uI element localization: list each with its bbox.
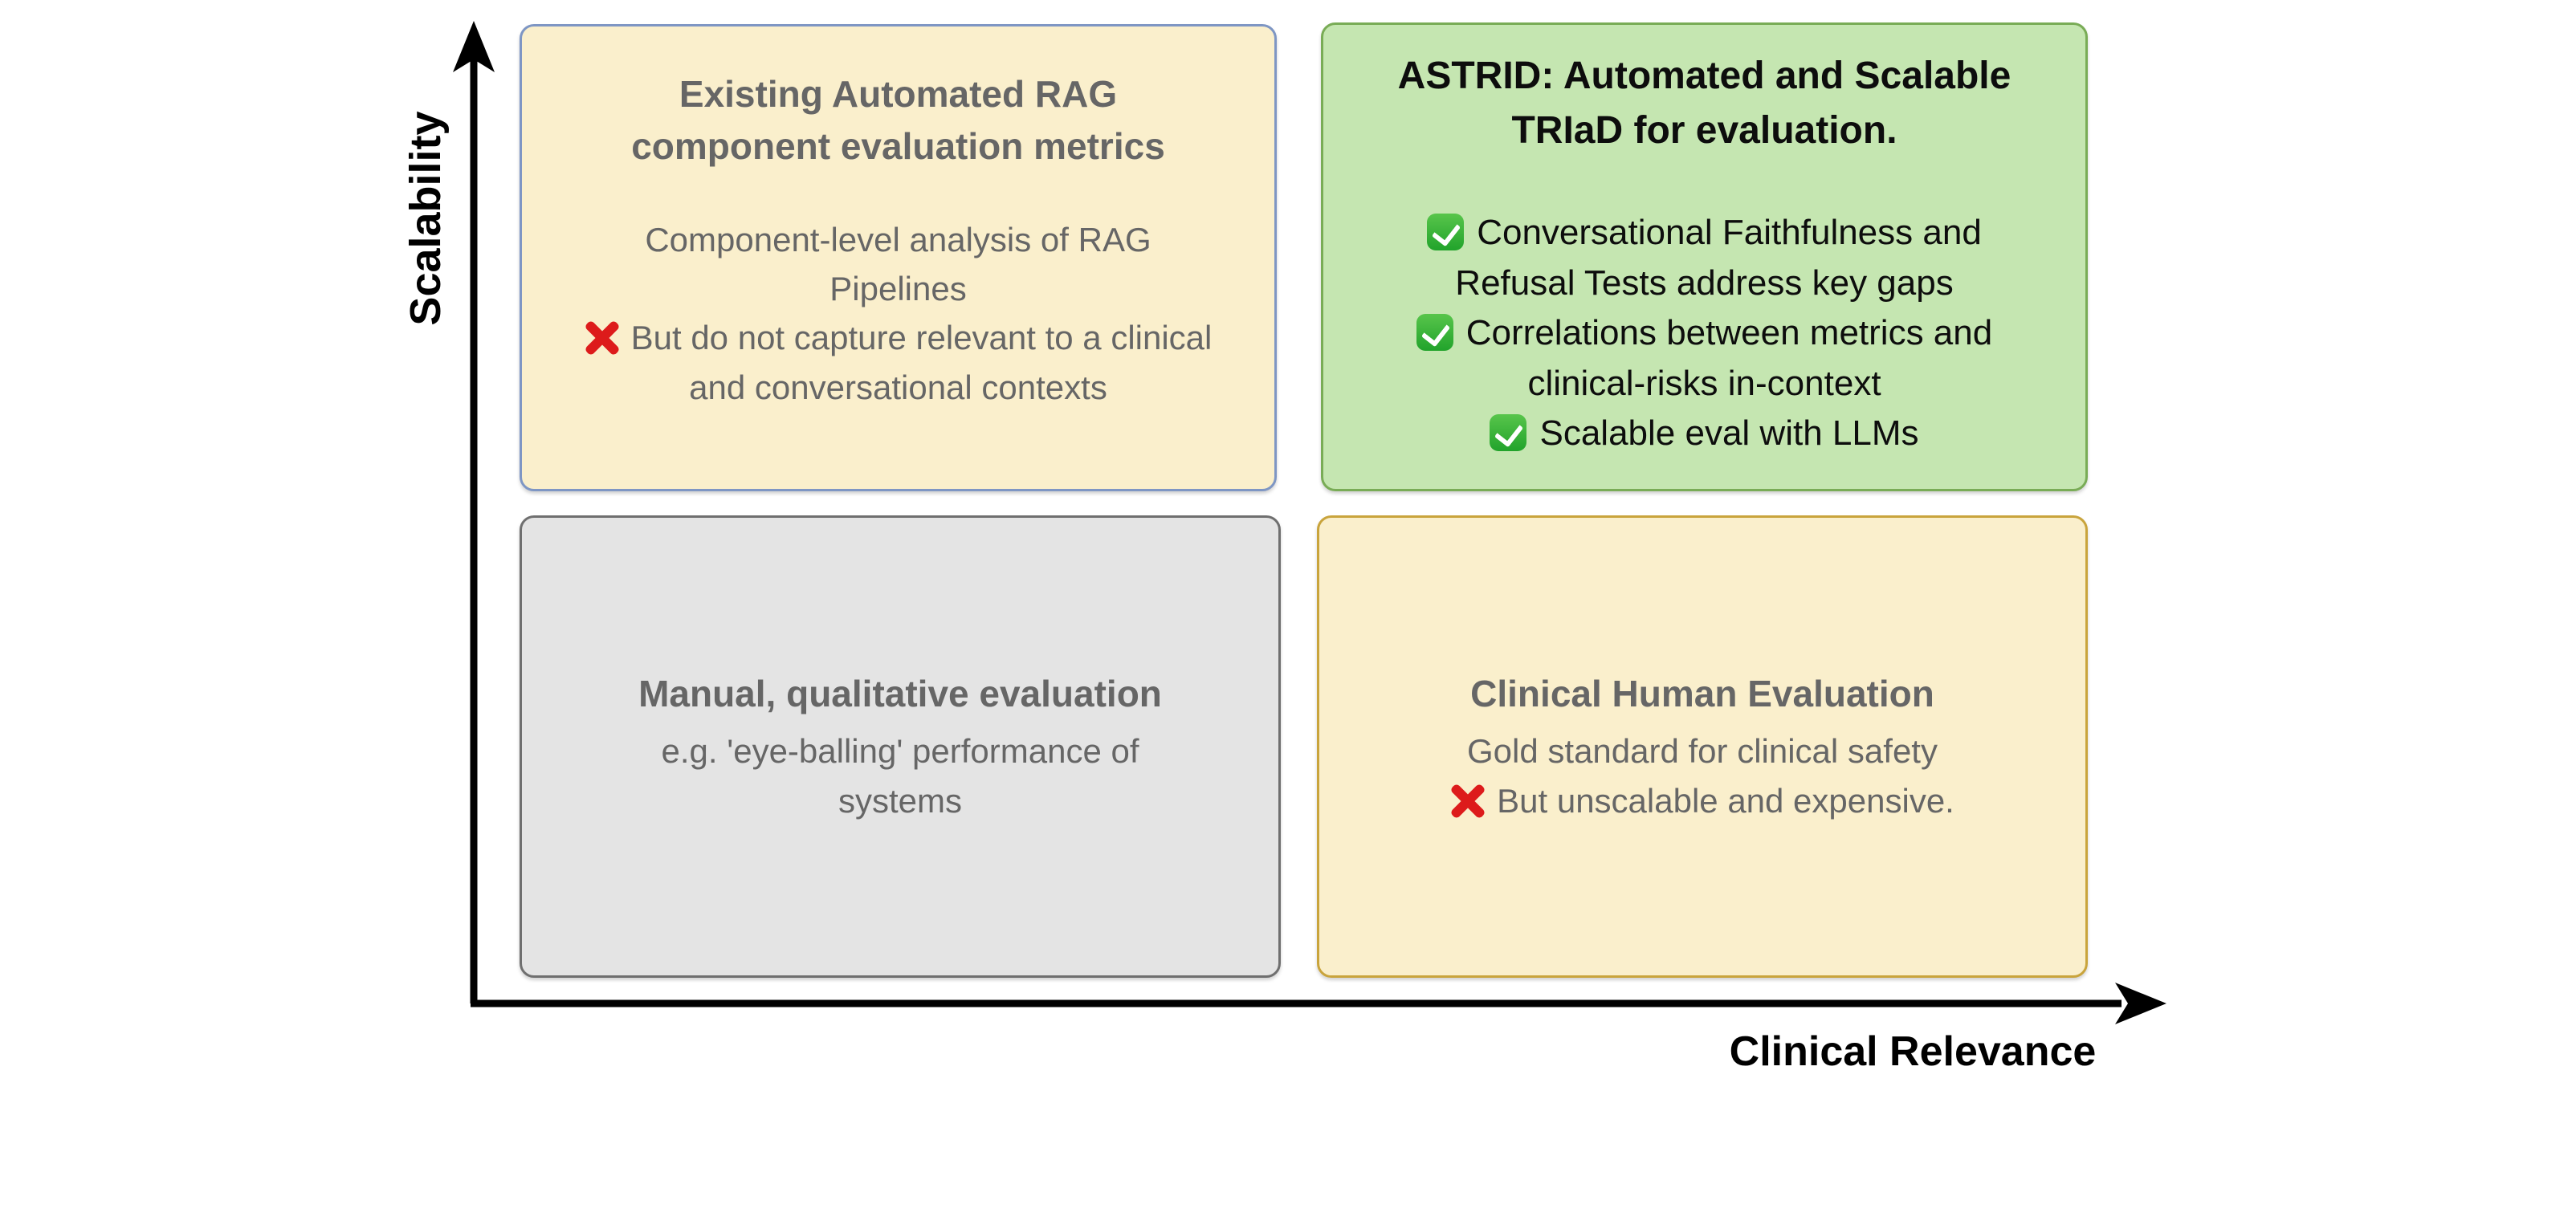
quadrant-body: Component-level analysis of RAG Pipeline… [645,220,1151,307]
quadrant-clinical-human-evaluation: Clinical Human Evaluation Gold standard … [1317,515,2088,978]
pro-item: Conversational Faithfulness and Refusal … [1384,208,2026,308]
quadrant-existing-automated-rag: Existing Automated RAG component evaluat… [520,24,1277,491]
pro-item: Correlations between metrics and clinica… [1384,308,2026,409]
quadrant-body: e.g. 'eye-balling' performance of system… [661,732,1139,820]
con-text: But unscalable and expensive. [1497,781,1954,820]
x-axis-arrowhead-icon [2115,983,2166,1024]
pro-list: Conversational Faithfulness and Refusal … [1355,208,2053,458]
pro-text: Correlations between metrics and clinica… [1465,313,1993,403]
quadrant-con-line: But unscalable and expensive. [1450,776,1954,825]
pro-text: Scalable eval with LLMs [1539,413,1919,454]
quadrant-title: ASTRID: Automated and Scalable TRIaD for… [1397,55,2011,153]
quadrant-body: Gold standard for clinical safety [1467,732,1938,771]
y-axis-label: Scalability [401,111,450,326]
x-axis-label: Clinical Relevance [1729,1028,2097,1075]
red-cross-icon [1450,784,1486,819]
quadrant-con-line: But do not capture relevant to a clinica… [566,313,1230,412]
quadrant-title: Existing Automated RAG component evaluat… [631,73,1165,168]
pro-text: Conversational Faithfulness and Refusal … [1455,213,1982,303]
quadrant-manual-evaluation: Manual, qualitative evaluation e.g. 'eye… [520,515,1281,978]
green-check-icon [1416,314,1453,352]
y-axis-arrowhead-icon [453,21,495,72]
green-check-icon [1427,214,1465,251]
green-check-icon [1490,414,1527,452]
quadrant-title: Clinical Human Evaluation [1470,673,1934,715]
con-text: But do not capture relevant to a clinica… [630,319,1213,406]
quadrant-astrid: ASTRID: Automated and Scalable TRIaD for… [1321,22,2088,491]
pro-item: Scalable eval with LLMs [1384,409,2026,458]
quadrant-title: Manual, qualitative evaluation [638,673,1162,715]
red-cross-icon [585,320,620,356]
